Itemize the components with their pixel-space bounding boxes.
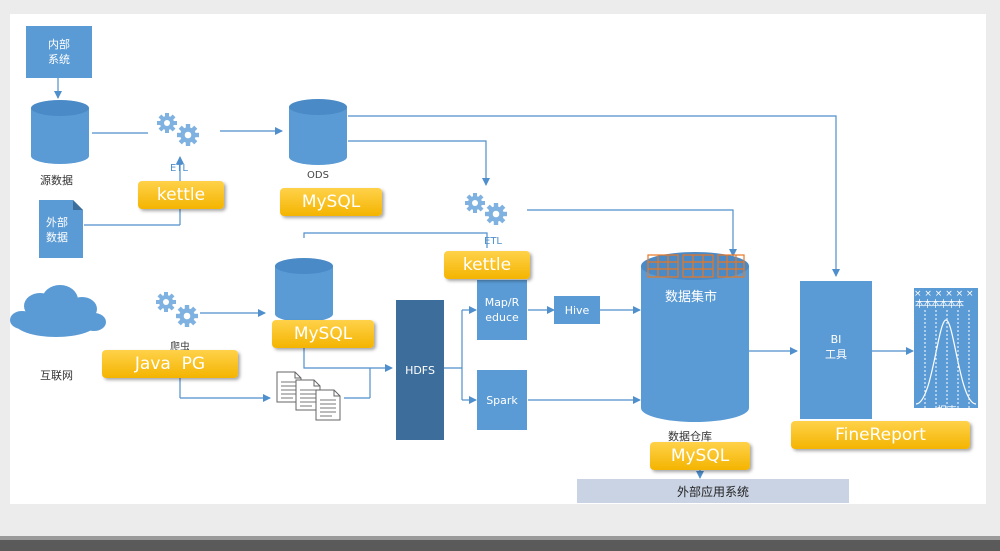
connector-lines [54,78,914,479]
report-chart: × × × × × × [914,288,978,408]
source-data-cylinder [31,100,89,164]
mysql-staging-tag: MySQL [272,320,374,348]
etl2-gear-icon [465,193,507,225]
internet-label: 互联网 [40,369,73,382]
crawler-gear-icon [156,292,198,327]
java-pg-tag: Java PG [102,350,238,378]
bi-tool-label: BI 工具 [825,333,847,361]
mapreduce-box: Map/R educe [477,280,527,340]
svg-text:× × × × × ×: × × × × × × [914,289,974,299]
external-data-doc [39,200,83,258]
etl-gear-icon [157,113,199,146]
data-mart-tables [647,254,745,278]
etl-label-2: ETL [484,236,502,247]
crawler-label: 爬虫 [170,342,190,353]
external-data-label: 外部 数据 [46,216,68,244]
cloud-icon [10,285,106,337]
ods-label: ODS [307,170,329,181]
hive-box: Hive [554,296,600,324]
internal-system-box: 内部 系统 [26,26,92,78]
ods-cylinder [289,99,347,165]
data-mart-label: 数据集市 [665,290,718,305]
spark-box: Spark [477,370,527,430]
hdfs-box: HDFS [396,300,444,440]
kettle-tag-1: kettle [138,181,224,209]
source-data-label: 源数据 [40,174,73,187]
mysql-ods-tag: MySQL [280,188,382,216]
bottom-divider [0,536,1000,540]
finereport-tag: FineReport [791,421,970,449]
etl-label-1: ETL [170,163,188,174]
bi-tool-box [800,281,872,419]
mysql-dw-tag: MySQL [650,442,750,470]
report-header-glyphs: 本本本本本本 [915,300,964,310]
file-docs-icon [276,371,341,421]
data-warehouse-label: 数据仓库 [668,430,712,443]
bottom-strip [0,540,1000,551]
kettle-tag-2: kettle [444,251,530,279]
external-app-bar: 外部应用系统 [577,479,849,503]
staging-cylinder [275,258,333,322]
report-label: 报表 [937,406,957,417]
